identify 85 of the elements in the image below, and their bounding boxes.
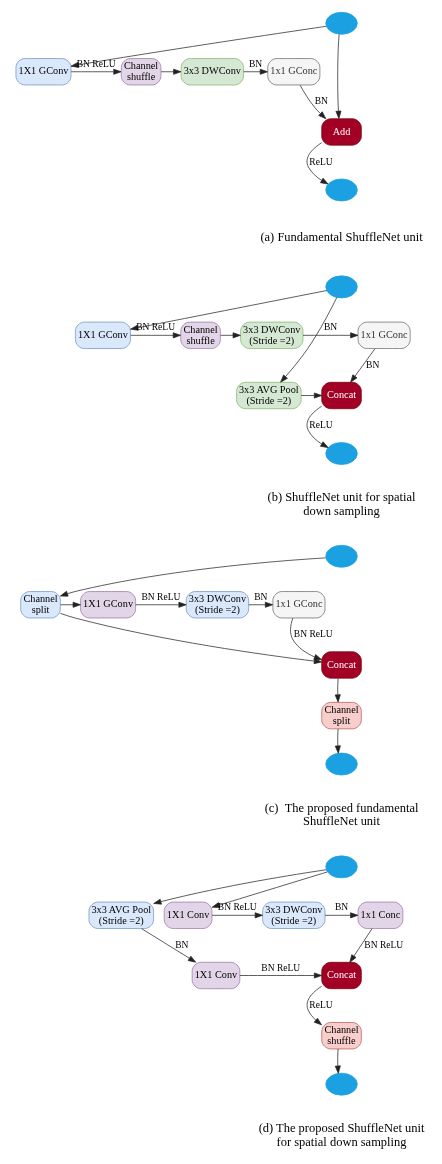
arrow (140, 928, 196, 963)
arrow (334, 728, 341, 754)
edge-label: BN ReLU (217, 901, 257, 913)
edge-label: BN ReLU (135, 321, 175, 333)
node-box: 1X1 GConv (79, 591, 136, 619)
arrow (324, 912, 358, 919)
arrow (302, 332, 358, 339)
edge-label: ReLU (308, 999, 333, 1011)
node-circle (324, 11, 358, 35)
edge-label: BN (365, 358, 379, 370)
arrow (59, 601, 81, 608)
arrow (299, 84, 326, 120)
node-box: 1X1 Conv (191, 961, 240, 990)
arrow (239, 972, 322, 979)
arrow (70, 25, 327, 68)
arrow (306, 985, 322, 1026)
node-box: 1X1 Conv (163, 901, 212, 929)
edge-label: BN ReLU (260, 961, 300, 973)
arrow (247, 601, 273, 608)
edge-label: BN ReLU (293, 628, 333, 640)
node-box: 1x1 Conc (357, 901, 403, 929)
node-box: 3x3 DWConv (Stride =2) (185, 591, 249, 619)
arrow (306, 142, 328, 185)
edge-label: BN (314, 95, 328, 107)
arrow (59, 613, 322, 664)
arrow (349, 348, 375, 383)
label: (a) Fundamental ShuffleNet unit (259, 230, 423, 245)
node-box: Channel split (320, 702, 362, 730)
edge-label: BN ReLU (76, 57, 116, 69)
arrow (335, 33, 341, 119)
node-box: 3x3 DWConv (Stride =2) (239, 321, 303, 349)
edge-label: ReLU (308, 419, 333, 431)
edge-label: BN (174, 938, 188, 950)
node-box: Concat (320, 651, 362, 679)
node-circle (324, 178, 358, 202)
node-box: 3x3 DWConv (Stride =2) (261, 901, 325, 929)
arrow (289, 617, 322, 660)
arrow (59, 557, 326, 597)
arrow (134, 601, 187, 608)
arrow (334, 1048, 341, 1074)
edge-label: BN ReLU (140, 590, 180, 602)
node-box: Channel split (19, 591, 61, 619)
node-box: Channel shuffle (120, 58, 161, 86)
arrow (211, 912, 263, 919)
edge-label: BN ReLU (363, 938, 403, 950)
arrow (211, 871, 328, 908)
node-circle (324, 544, 358, 568)
node-box: 3x3 AVG Pool (Stride =2) (235, 381, 302, 410)
arrow (242, 68, 268, 75)
edge-label: BN (253, 590, 267, 602)
node-box: 3x3 AVG Pool (Stride =2) (88, 901, 154, 929)
arrow (219, 332, 241, 339)
arrow (70, 68, 121, 75)
node-circle (324, 442, 358, 465)
node-box: 1x1 GConc (266, 58, 320, 86)
node-box: 3x3 DWConv (180, 58, 244, 86)
label: (d) The proposed ShuffleNet unit for spatial down sampling (258, 1120, 424, 1149)
arrow (306, 405, 328, 448)
arrow (129, 332, 181, 339)
label: (c) The proposed fundamental ShuffleNet unit (264, 800, 418, 829)
node-box: Concat (320, 381, 362, 410)
node-circle (324, 855, 358, 879)
node-box: Add (320, 118, 362, 146)
node-circle (324, 275, 358, 299)
node-box: 1x1 GConc (357, 321, 411, 349)
node-box: 1X1 GConv (74, 321, 131, 349)
arrow (300, 392, 322, 399)
node-box: Channel shuffle (320, 1022, 362, 1050)
edge-label: BN (323, 321, 337, 333)
label: (b) ShuffleNet unit for spatial down sampling (267, 489, 416, 518)
arrow (152, 869, 327, 905)
arrow (348, 928, 372, 963)
node-box: Concat (320, 961, 362, 990)
edge-label: ReLU (308, 155, 333, 167)
node-box: 1X1 GConv (15, 58, 71, 86)
edge-label: BN (334, 901, 348, 913)
arrow (279, 297, 337, 383)
arrow (129, 290, 327, 331)
arrow (334, 678, 341, 703)
edge-label: BN (248, 57, 262, 69)
node-box: Channel shuffle (179, 321, 221, 349)
node-box: 1x1 GConc (272, 591, 325, 619)
node-circle (324, 752, 358, 776)
node-circle (324, 1072, 358, 1096)
arrow (160, 68, 181, 75)
